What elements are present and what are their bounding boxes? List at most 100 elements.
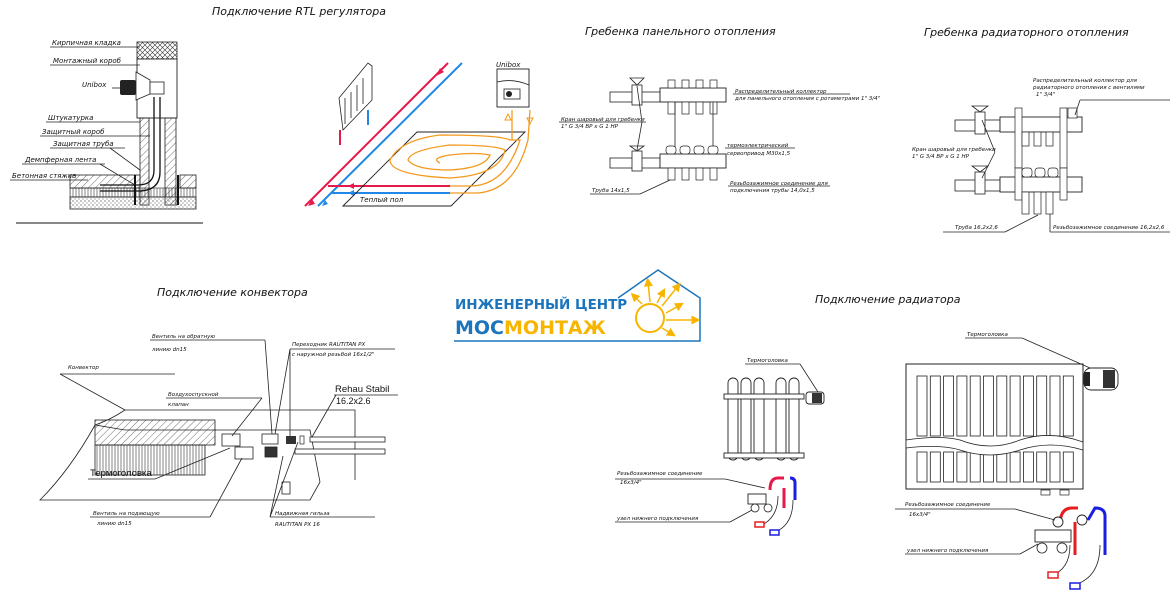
radiator-fin [1062,375,1074,437]
rtl-title: Подключение RTL регулятора [212,5,386,18]
label-protect-pipe: Защитная труба [53,140,114,148]
warm-floor-iso: Unibox Теплый пол [304,61,534,207]
base-layer [69,196,197,210]
rm-top-bar [954,105,1083,169]
radiator-iso [338,62,373,131]
label-unibox: Unibox [82,81,107,89]
svg-text:с наружной резьбой 16х1/2": с наружной резьбой 16х1/2" [292,352,374,358]
radiator-fin [1062,451,1074,483]
radiator-fin [929,451,941,483]
logo-line1: ИНЖЕНЕРНЫЙ ЦЕНТР [455,296,627,313]
svg-text:Термоголовка: Термоголовка [967,332,1008,338]
svg-text:Распределительный коллектор: Распределительный коллектор [735,89,827,95]
label-mount-box: Монтажный короб [53,57,122,65]
pipe-lower [294,448,386,455]
unibox-iso [496,68,530,108]
bottom-connection-unit [747,493,767,505]
svg-text:линию dn15: линию dn15 [96,521,132,527]
rtl-labels: Кирпичная кладка Монтажный короб Unibox … [10,39,150,186]
convector-connection: Подключение конвектора Вентиль на обратн… [39,286,398,528]
svg-text:Резьбозажимное соединение: Резьбозажимное соединение [617,471,703,477]
label-brick: Кирпичная кладка [52,39,121,47]
radiator-fin [916,375,928,437]
svg-text:линию dn15: линию dn15 [151,347,187,353]
bracket [281,481,291,495]
svg-text:клапан: клапан [168,402,189,408]
radiator-fin [929,375,941,437]
convector-title: Подключение конвектора [157,286,308,299]
radiator-fin [1009,451,1021,483]
radiator-fin [1023,375,1034,437]
radiator-fin [956,451,968,483]
svg-text:Вентиль на обратную: Вентиль на обратную [152,334,215,340]
radiator-fin [943,375,954,437]
panel-manifold-title: Гребенка панельного отопления [585,25,776,38]
radiator-fin [916,451,928,483]
radiator-fin [983,451,994,483]
panel-radiator: Подключение радиатора Термоголовка Резьб… [815,293,1119,590]
svg-text:1" 3/4": 1" 3/4" [1036,92,1055,98]
svg-text:Труба 16,2х2,6: Труба 16,2х2,6 [955,225,998,231]
brick-wall [136,41,178,60]
iso-label-warm-floor: Теплый пол [360,196,404,204]
svg-text:сервопривод М30х1,5: сервопривод М30х1,5 [727,151,791,157]
convector-body [39,424,321,501]
iso-label-unibox: Unibox [496,61,521,69]
convector-fins [94,419,216,446]
label-screed: Бетонная стяжка [12,172,76,180]
radiator-fin [1036,451,1048,483]
radiator-fin [969,451,981,483]
svg-text:16х3/4": 16х3/4" [620,480,642,486]
rm-bottom-bar [954,165,1083,215]
radiator-title: Подключение радиатора [815,293,961,306]
thermo-head-icon [120,80,136,95]
svg-text:Переходник RAUTITAN PX: Переходник RAUTITAN PX [292,342,365,348]
svg-text:термоэлектрический: термоэлектрический [727,143,789,149]
logo-sun-icon [635,303,665,333]
label-protect-box: Защитный короб [42,128,105,136]
protect-pipe [100,97,155,186]
radiator-fin [983,375,994,437]
svg-text:16х3/4": 16х3/4" [909,512,931,518]
svg-text:Кран шаровый для гребенки: Кран шаровый для гребенки [561,117,645,123]
svg-text:Надвижная гильза: Надвижная гильза [275,511,330,517]
label-plaster: Штукатурка [48,114,93,122]
radiator-fin [996,375,1008,437]
svg-text:Резьбозажимное соединение 16,: Резьбозажимное соединение 16,2х2,6 [1053,225,1165,231]
svg-text:RAUTITAN PX 16: RAUTITAN PX 16 [275,522,320,528]
supply-valve [234,446,254,460]
radiator-fin [943,451,954,483]
svg-text:1" G 3/4 ВР x G 1 НР: 1" G 3/4 ВР x G 1 НР [912,154,970,160]
return-valve [221,433,241,447]
svg-text:16.2x2.6: 16.2x2.6 [336,396,371,406]
radiator-fin [1009,375,1021,437]
svg-text:узел нижнего подключения: узел нижнего подключения [906,548,989,554]
radiator-fin [1049,375,1061,437]
radiator-sections [723,377,805,461]
svg-text:узел нижнего подключения: узел нижнего подключения [616,516,699,522]
mosmontazh-logo: ИНЖЕНЕРНЫЙ ЦЕНТР МОСМОНТАЖ [454,269,701,342]
svg-text:Термоголовка: Термоголовка [747,358,788,364]
radiator-fin [1049,451,1061,483]
svg-text:Резьбозажимное соединение: Резьбозажимное соединение [905,502,991,508]
label-rehau: Rehau Stabil [335,384,389,395]
label-damper-tape: Демпферная лента [24,156,96,164]
radiator-fin [996,451,1008,483]
bottom-connection-unit [1034,529,1072,543]
svg-text:радиаторного отопления с венти: радиаторного отопления с вентилями [1032,85,1145,91]
svg-text:Конвектор: Конвектор [68,365,99,371]
rtl-wall-section: Подключение RTL регулятора Кирпичная кла… [10,5,386,224]
concrete-screed-right [179,174,197,189]
svg-text:Вентиль на подающую: Вентиль на подающую [93,511,160,517]
svg-text:подключения трубы 14,0х1,5: подключения трубы 14,0х1,5 [730,188,815,194]
radiator-fin [969,375,981,437]
radiator-manifold: Гребенка радиаторного отопления [912,26,1170,233]
radiator-fin [1023,451,1034,483]
manifold-bottom-bar [609,145,727,181]
heating-coil [389,134,521,187]
radiator-fin [1036,375,1048,437]
panel-manifold: Гребенка панельного отопления [559,25,880,195]
svg-text:Труба 14х1,5: Труба 14х1,5 [592,188,630,194]
logo-line2: МОСМОНТАЖ [455,317,606,339]
return-riser [317,62,463,207]
